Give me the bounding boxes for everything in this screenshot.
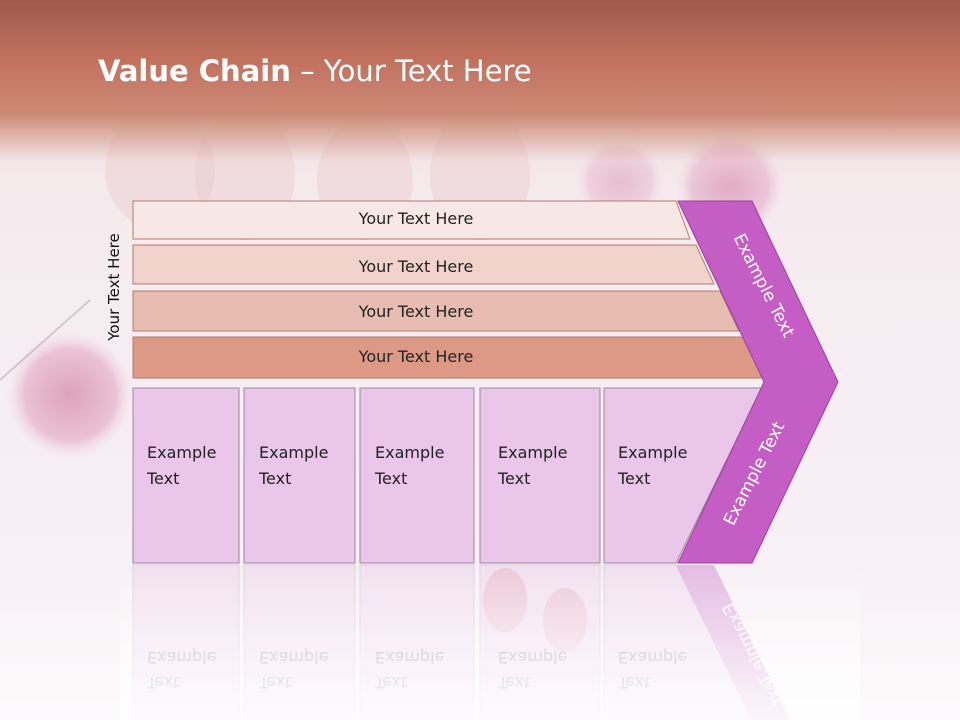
title-rest: – Your Text Here (290, 54, 532, 88)
box-5-line2: Text (617, 469, 650, 488)
box-3-line1: Example (375, 443, 444, 462)
box-5-line1: Example (618, 443, 687, 462)
box-2-line2: Text (258, 469, 291, 488)
bar-3-label: Your Text Here (358, 302, 474, 321)
box-1-line2: Text (146, 469, 179, 488)
box-1 (132, 387, 240, 564)
bar-3 (132, 290, 740, 332)
bar-1 (132, 200, 691, 240)
page-title: Value Chain – Your Text Here (98, 54, 532, 88)
bar-1-label: Your Text Here (358, 209, 474, 228)
reflection-fade (120, 565, 860, 720)
box-2-line1: Example (259, 443, 328, 462)
box-1-line1: Example (147, 443, 216, 462)
box-3 (359, 387, 475, 564)
bar-2 (132, 244, 715, 285)
bar-4-label: Your Text Here (358, 347, 474, 366)
header-band (0, 0, 960, 190)
box-5 (603, 387, 763, 564)
box-4 (479, 387, 601, 564)
box-3-line2: Text (374, 469, 407, 488)
box-2 (243, 387, 356, 564)
bar-2-label: Your Text Here (358, 257, 474, 276)
title-bold: Value Chain (98, 54, 291, 88)
chevron-arrow (677, 200, 839, 564)
box-4-line1: Example (498, 443, 567, 462)
box-4-line2: Text (497, 469, 530, 488)
